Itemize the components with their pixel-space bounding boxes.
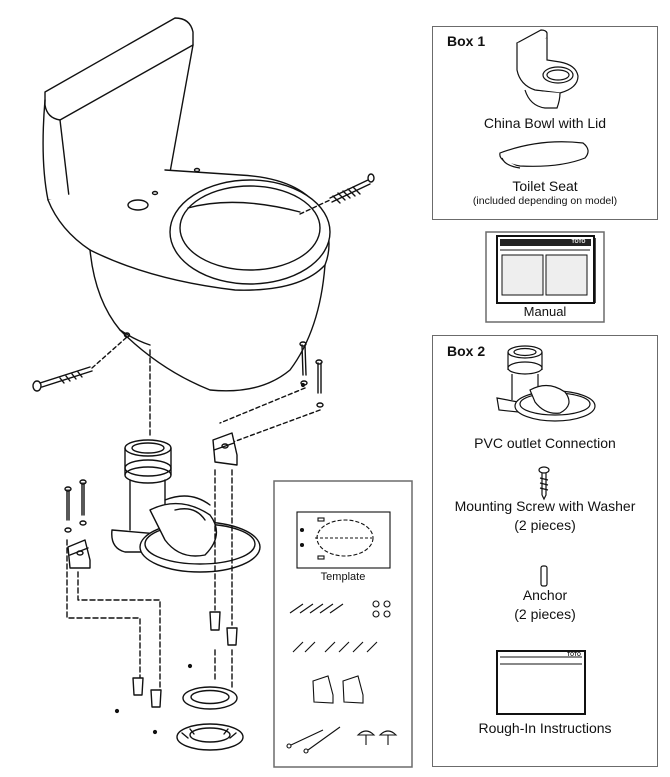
template-sheet-icon [296, 511, 391, 569]
pvc-outlet-label: PVC outlet Connection [474, 435, 616, 451]
box1-drawings [499, 29, 589, 169]
mounting-screw-qty: (2 pieces) [514, 517, 576, 533]
anchor-set-icon [292, 641, 378, 653]
dashed-guide-lines [66, 469, 233, 701]
box2-drawings [496, 345, 596, 587]
mounting-screw-icon [538, 466, 550, 501]
side-bolt-left [32, 336, 128, 392]
rough-in-label: Rough-In Instructions [478, 720, 612, 736]
china-bowl-label: China Bowl with Lid [483, 115, 607, 131]
box1-title: Box 1 [447, 33, 486, 49]
mounting-screws-left [64, 479, 87, 533]
mounting-screws-right [219, 341, 324, 446]
toilet-seat-icon [499, 141, 589, 169]
anchor-qty: (2 pieces) [514, 606, 576, 622]
pvc-outlet-icon [496, 345, 596, 422]
template-label: Template [320, 571, 366, 583]
bracket-pair-icon [312, 675, 364, 704]
manual-brand-text: TOTO [571, 239, 586, 245]
floor-flange [176, 723, 244, 751]
anchors [132, 611, 238, 708]
box1-panel [432, 26, 658, 220]
bolts-and-caps-icon [286, 726, 398, 754]
toilet-tank-drawing [42, 17, 194, 206]
toilet-seat-note: (included depending on model) [472, 195, 618, 207]
box2-panel [432, 335, 658, 767]
mounting-screw-label: Mounting Screw with Washer [454, 498, 636, 514]
template-panel [273, 480, 413, 768]
toilet-bowl-drawing [47, 167, 331, 392]
floor-bracket-left [67, 539, 91, 569]
toilet-seat-label: Toilet Seat [512, 178, 578, 194]
gasket-ring [182, 686, 238, 710]
manual-cover [485, 231, 605, 323]
box2-title: Box 2 [447, 343, 486, 359]
floor-bracket-right [212, 432, 238, 466]
anchor-label: Anchor [522, 587, 568, 603]
pvc-outlet-assembly [111, 439, 261, 573]
china-bowl-icon [516, 29, 579, 109]
rough-in-cover [496, 650, 586, 715]
screw-set-icon [289, 600, 391, 618]
anchor-icon [540, 565, 548, 587]
side-bolt-right [299, 173, 375, 215]
rough-in-brand-text: TOTO [567, 652, 581, 658]
manual-label: Manual [523, 304, 567, 319]
